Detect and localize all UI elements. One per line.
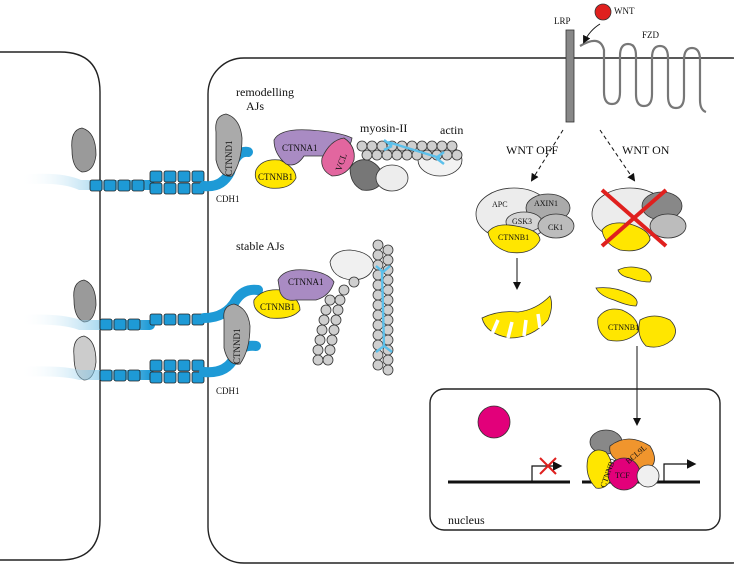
vcl-shape bbox=[321, 137, 355, 177]
label-myosin-ii: myosin-II bbox=[360, 121, 407, 135]
tcf-free bbox=[477, 405, 511, 439]
label-wnt: WNT bbox=[614, 6, 635, 16]
wnt-arrow bbox=[583, 23, 601, 44]
label-ck1: CK1 bbox=[548, 223, 563, 232]
tss-off bbox=[531, 461, 563, 482]
label-ctnnd1-bottom: CTNND1 bbox=[232, 329, 242, 365]
label-ctnnb1-free: CTNNB1 bbox=[608, 323, 639, 332]
label-fzd: FZD bbox=[642, 30, 660, 40]
myosin-ii-top bbox=[383, 139, 445, 165]
inhibited-complex bbox=[591, 187, 687, 252]
stable-complex bbox=[223, 249, 375, 365]
cdh1-top bbox=[15, 146, 253, 195]
wnt-on-arrow bbox=[599, 129, 636, 182]
label-nucleus: nucleus bbox=[448, 513, 485, 527]
actin-filament-stable bbox=[312, 239, 394, 376]
wnt-ligand bbox=[594, 3, 612, 21]
destruction-complex bbox=[475, 187, 575, 254]
label-apc: APC bbox=[492, 200, 508, 209]
myosin-ii-stable bbox=[375, 265, 393, 353]
label-cdh1-bottom: CDH1 bbox=[216, 386, 240, 396]
label-axin1: AXIN1 bbox=[534, 199, 558, 208]
ctnnd1-bottom-shape bbox=[223, 303, 251, 365]
label-stable: stable AJs bbox=[236, 239, 285, 253]
label-wnt-on: WNT ON bbox=[622, 143, 670, 157]
label-cdh1-top: CDH1 bbox=[216, 194, 240, 204]
label-remodelling-1: remodelling bbox=[236, 85, 294, 99]
x-mark-off-2 bbox=[539, 457, 557, 475]
label-ctnnb1-complex: CTNNB1 bbox=[498, 233, 529, 242]
left-cell-membrane bbox=[0, 51, 101, 561]
label-ctnnb1-top: CTNNB1 bbox=[258, 172, 293, 182]
label-gsk3: GSK3 bbox=[512, 217, 532, 226]
nucleus-box bbox=[429, 388, 721, 531]
ctnnb1-top-shape bbox=[254, 159, 297, 189]
label-ctnnd1-top: CTNND1 bbox=[224, 141, 234, 177]
left-cell-proteins bbox=[71, 127, 97, 381]
fzd-receptor bbox=[579, 39, 707, 114]
label-lrp: LRP bbox=[554, 16, 571, 26]
label-actin: actin bbox=[440, 123, 463, 137]
degraded-ctnnb1 bbox=[481, 295, 552, 339]
cdh1-bottom bbox=[15, 284, 263, 384]
actin-filament-top bbox=[356, 140, 463, 161]
lrp-receptor bbox=[565, 29, 575, 123]
label-ctnna1-bottom: CTNNA1 bbox=[288, 277, 324, 287]
free-ctnnb1 bbox=[595, 266, 676, 348]
tss-on bbox=[663, 459, 697, 482]
wnt-off-arrow bbox=[530, 129, 564, 182]
ctnna1-bottom-shape bbox=[277, 269, 335, 301]
ctnnd1-top-shape bbox=[215, 113, 243, 177]
label-ctnna1-top: CTNNA1 bbox=[282, 143, 318, 153]
label-tcf: TCF bbox=[615, 471, 630, 480]
label-wnt-off: WNT OFF bbox=[506, 143, 558, 157]
transcription-complex bbox=[586, 429, 660, 491]
right-cell-membrane bbox=[207, 57, 734, 564]
label-remodelling-2: AJs bbox=[246, 99, 264, 113]
label-ctnnb1-bottom: CTNNB1 bbox=[260, 302, 295, 312]
